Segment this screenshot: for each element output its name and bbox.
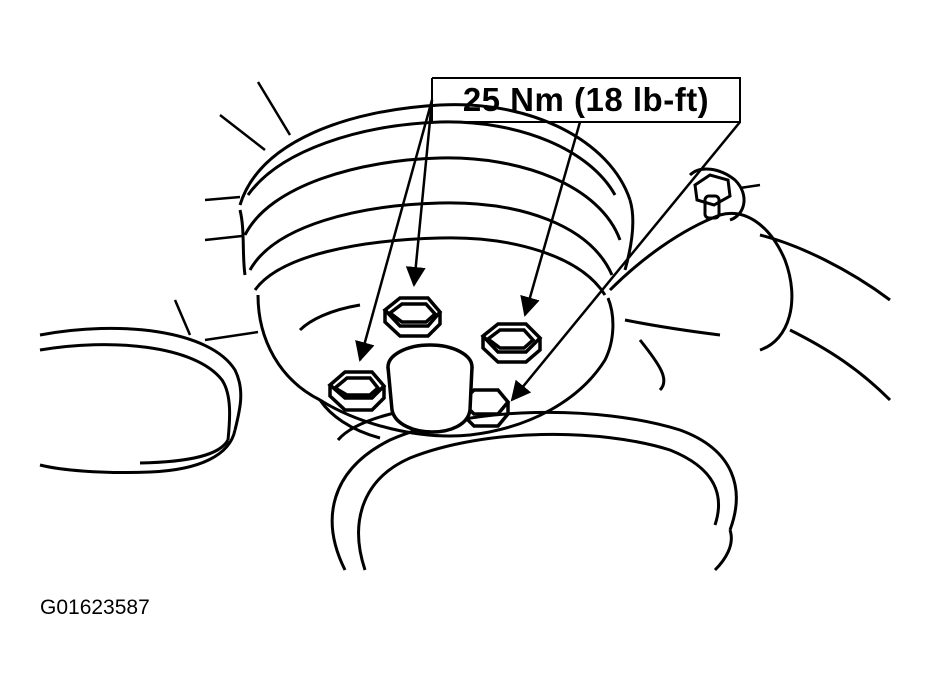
left-housing-ring <box>39 326 243 475</box>
center-pilot <box>386 343 474 434</box>
figure-id: G01623587 <box>40 596 150 619</box>
bolt-bottom-left <box>327 370 387 412</box>
bolt-top-left <box>382 296 443 338</box>
torque-spec-label: 25 Nm (18 lb-ft) <box>462 81 710 118</box>
large-ring <box>330 403 738 572</box>
bolt-heads <box>327 296 543 428</box>
hub-body <box>238 103 635 440</box>
bolt-top-right <box>480 322 543 364</box>
callout-arrows <box>355 99 741 402</box>
right-arm <box>608 167 892 402</box>
edge-ticks <box>173 81 761 342</box>
